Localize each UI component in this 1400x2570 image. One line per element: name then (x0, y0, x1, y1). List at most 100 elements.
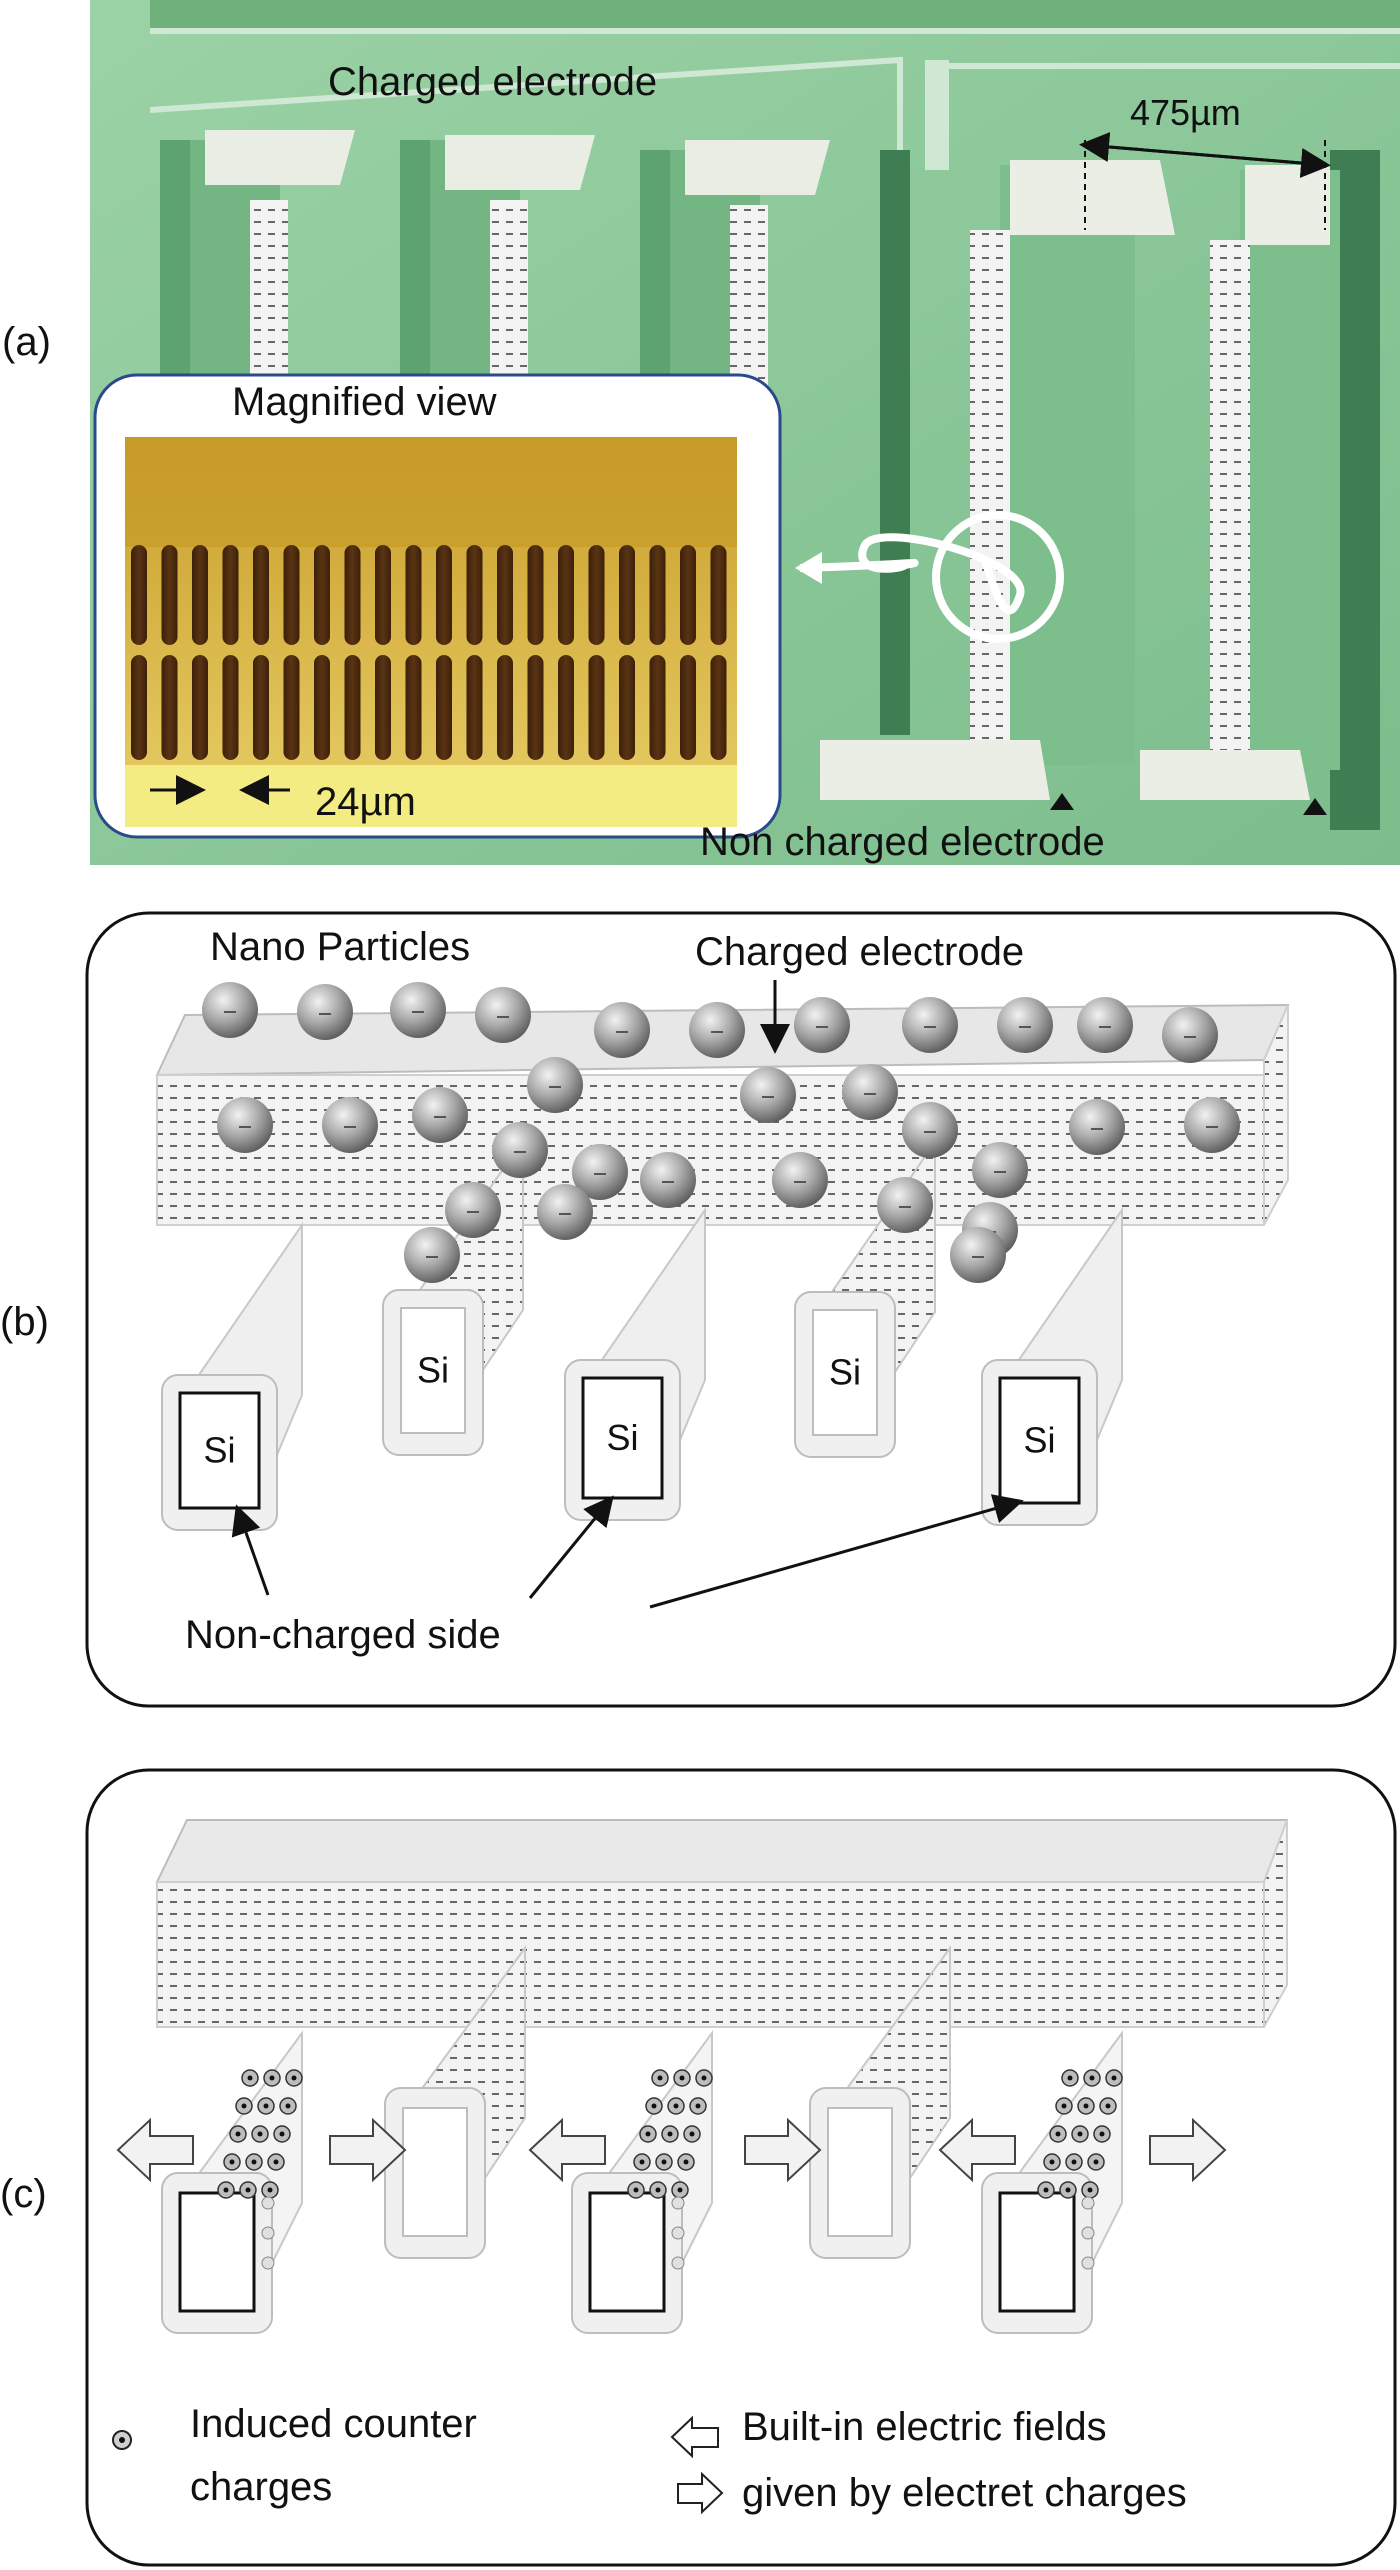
comb-finger (222, 545, 239, 645)
charged-electrode-label-a: Charged electrode (328, 60, 657, 104)
counter-charge (671, 2196, 685, 2210)
comb-finger (161, 545, 178, 645)
nano-particles-label: Nano Particles (210, 925, 470, 969)
nano-particle (390, 982, 446, 1038)
counter-charge-dot (1087, 2187, 1093, 2193)
counter-charge-dot (257, 2131, 263, 2137)
comb-finger (558, 545, 574, 645)
comb-finger (619, 655, 635, 760)
counter-charge-dot (1089, 2075, 1095, 2081)
nano-particle (902, 997, 958, 1053)
counter-charge (1081, 2256, 1095, 2270)
counter-charge (671, 2226, 685, 2240)
si-label: Si (203, 1430, 235, 1471)
si-core (581, 1376, 664, 1500)
counter-charge-dot (1043, 2187, 1049, 2193)
counter-charge (261, 2196, 275, 2210)
field-arrow-left (528, 2117, 606, 2183)
magnify-pointer (799, 533, 1025, 615)
si-core (827, 2107, 893, 2237)
panel-c-tag: (c) (0, 2172, 47, 2216)
charged-electrode-bar-c (155, 1819, 1289, 2028)
nano-particle (950, 1227, 1006, 1283)
legend-counter-line1: Induced counter (190, 2402, 477, 2446)
nano-particle (537, 1184, 593, 1240)
field-arrow-right-icon (677, 2471, 724, 2515)
si-core (178, 2191, 256, 2313)
nano-particle (772, 1152, 828, 1208)
counter-charge-dot (1077, 2131, 1083, 2137)
nano-particle (689, 1002, 745, 1058)
nano-particle (445, 1182, 501, 1238)
comb-finger (588, 545, 605, 645)
counter-charge-dot (273, 2159, 279, 2165)
comb-finger (375, 655, 391, 760)
counter-charge-dot (1071, 2159, 1077, 2165)
counter-charge-dot (269, 2075, 275, 2081)
comb-finger (131, 545, 147, 645)
comb-finger (558, 655, 574, 760)
comb-finger (680, 545, 696, 645)
comb-finger (466, 655, 483, 760)
comb-finger (314, 545, 330, 645)
comb-finger (253, 545, 269, 645)
non-charged-electrode-label: Non charged electrode (700, 820, 1105, 864)
comb-finger (192, 655, 208, 760)
comb-finger (344, 545, 361, 645)
nano-particle (404, 1227, 460, 1283)
counter-charge-dot (229, 2159, 235, 2165)
comb-finger (344, 655, 361, 760)
legend-field-line1: Built-in electric fields (742, 2405, 1107, 2449)
si-core (998, 1376, 1081, 1505)
counter-charge-dot (247, 2075, 253, 2081)
nano-particle (527, 1057, 583, 1113)
counter-charge-dot (251, 2159, 257, 2165)
counter-charge-dot (279, 2131, 285, 2137)
right-electrode-fingers (970, 160, 1340, 775)
counter-charge-dot (683, 2159, 689, 2165)
nano-particle (902, 1102, 958, 1158)
comb-finger (405, 545, 422, 645)
magnified-title: Magnified view (232, 380, 497, 424)
counter-charge-dot (285, 2103, 291, 2109)
counter-charge-dot (223, 2187, 229, 2193)
nano-particle (740, 1067, 796, 1123)
panel-b-tag: (b) (0, 1300, 49, 1344)
nano-particle (877, 1177, 933, 1233)
comb-finger (588, 655, 605, 760)
nano-particle (1184, 1097, 1240, 1153)
comb-finger (649, 545, 666, 645)
marker-triangle (1050, 793, 1074, 810)
counter-charge (261, 2226, 275, 2240)
comb-finger (466, 545, 483, 645)
comb-finger (710, 545, 727, 645)
counter-charge (1081, 2196, 1095, 2210)
finger-gap-label: 24µm (315, 780, 416, 824)
nano-particle (1162, 1007, 1218, 1063)
nano-particle (1069, 1099, 1125, 1155)
non-charged-arrow (231, 1504, 270, 1596)
counter-charge (1081, 2226, 1095, 2240)
counter-charge-dot (1055, 2131, 1061, 2137)
counter-charge-dot (1067, 2075, 1073, 2081)
counter-charge-dot (1105, 2103, 1111, 2109)
nano-particles (202, 982, 1240, 1283)
counter-charge-dot (657, 2075, 663, 2081)
comb-finger (527, 545, 544, 645)
nano-particle (594, 1002, 650, 1058)
comb-finger (436, 655, 452, 760)
comb-finger (131, 655, 147, 760)
counter-charge-dot (661, 2159, 667, 2165)
magnify-circle (932, 511, 1064, 643)
nano-particle (794, 997, 850, 1053)
comb-finger (436, 545, 452, 645)
comb-finger (680, 655, 696, 760)
trench (880, 150, 910, 735)
non-charged-side-label: Non-charged side (185, 1613, 501, 1657)
counter-charge-dot (701, 2075, 707, 2081)
nano-particle (322, 1097, 378, 1153)
counter-charge (261, 2256, 275, 2270)
nano-particle (842, 1064, 898, 1120)
field-arrow-right (329, 2117, 407, 2183)
